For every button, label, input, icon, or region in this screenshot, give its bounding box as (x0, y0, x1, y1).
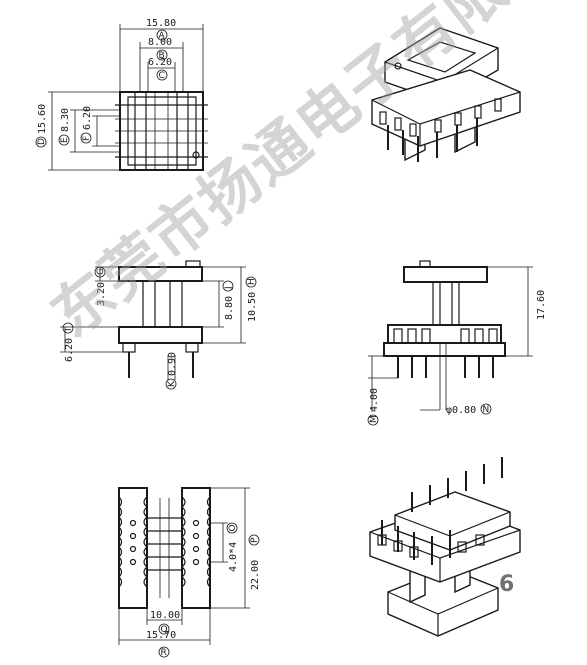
dim-h-value: 10.50 (247, 292, 258, 322)
dim-q-letter: Q (161, 625, 168, 635)
dim-j-letter: J (224, 286, 234, 290)
dim-e-value: 8.30 (60, 108, 71, 132)
top-view (48, 24, 208, 171)
side-view (60, 260, 246, 380)
dim-o-letter: O (228, 524, 238, 531)
dim-e-letter: E (60, 137, 70, 143)
dim-f-letter: F (82, 136, 92, 141)
dim-o-value: 4.0*4 (228, 542, 239, 572)
isometric-bobbin-top (371, 27, 521, 162)
front-view (368, 260, 533, 412)
dim-d-value: 15.60 (37, 104, 48, 134)
isometric-bobbin-bottom (369, 457, 521, 637)
dim-g-value: 3.20 (96, 282, 107, 306)
dim-l-value: 17.60 (536, 290, 547, 320)
bottom-view (118, 487, 250, 645)
dim-f-value: 6.20 (82, 106, 93, 130)
dim-c-value: 6.20 (148, 57, 172, 68)
dim-k-value: 0.90 (167, 352, 178, 376)
page-number: 6 (499, 572, 515, 597)
dim-a-letter: A (159, 31, 166, 41)
front-view-labels: 17.60 4.00 M φ0.80 N (367, 290, 547, 426)
dim-r-letter: R (161, 648, 167, 658)
dim-n-value: φ0.80 (446, 405, 476, 416)
side-view-labels: 3.20 G 10.50 H 6.20 I 8.80 J K 0.90 (62, 266, 258, 390)
dim-n-letter: N (483, 405, 490, 415)
dim-d-letter: D (37, 138, 47, 145)
dim-m-value: 4.00 (369, 388, 380, 412)
dim-g-letter: G (96, 268, 106, 275)
dim-q-value: 10.00 (150, 610, 180, 621)
dim-p-value: 22.00 (250, 560, 261, 590)
dim-i-letter: I (64, 328, 74, 331)
dim-p-letter: P (250, 537, 260, 543)
bottom-view-labels: 4.0*4 O 22.00 P 10.00 Q 15.70 R (146, 522, 261, 658)
dim-c-letter: C (159, 71, 165, 81)
dim-j-value: 8.80 (224, 296, 235, 320)
dim-r-value: 15.70 (146, 630, 176, 641)
dim-b-letter: B (159, 51, 165, 61)
top-view-labels: 15.80 A 8.00 B 6.20 C D 15.60 E 8.30 F 6… (35, 18, 176, 148)
dim-m-letter: M (369, 415, 379, 423)
dim-h-letter: H (247, 278, 257, 285)
dim-i-value: 6.20 (64, 338, 75, 362)
dim-k-letter: K (167, 380, 177, 387)
dim-a-value: 15.80 (146, 18, 176, 29)
dim-b-value: 8.00 (148, 37, 172, 48)
